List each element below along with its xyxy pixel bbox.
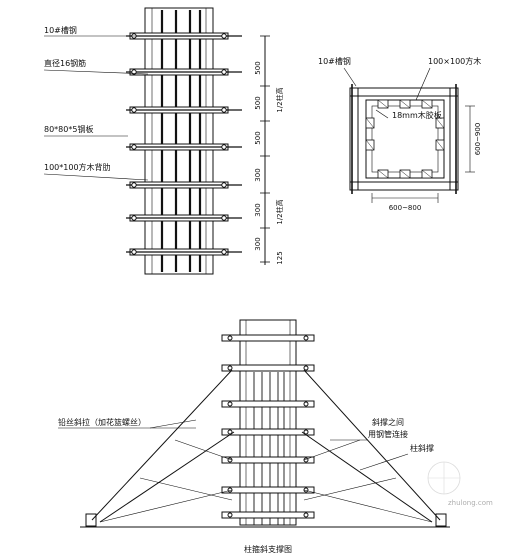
clamp-nut-right-2 [221,107,227,113]
half-height-note-bottom: 1/2柱高 [275,199,284,224]
brace-left-outer [91,369,233,521]
dim-300-c: 300 [254,237,262,250]
brace-clamp-6 [221,511,315,519]
timber-hatch-6 [365,117,375,129]
clamp-nut-left-4 [131,182,137,188]
clamp-nut-right-6 [221,249,227,255]
label-column-brace: 柱斜撑 [410,443,434,453]
plan-channel-left [349,87,359,191]
timber-hatch-5 [421,169,433,179]
timber-hatch-1 [399,99,411,109]
clamp-nut-right-4 [221,182,227,188]
dimension-ticks [260,35,270,263]
plan-label-channel: 10#槽钢 [318,56,351,66]
dim-500-b: 500 [254,96,262,109]
brace-nut-right-6 [303,512,309,518]
anchor-left [85,513,97,527]
clamp-nut-right-0 [221,33,227,39]
column-plan: 10#槽钢 100×100方木 18mm木胶板 600~800 600~900 [318,56,482,212]
timber-hatch-8 [435,117,445,129]
brace-clamp-0 [221,334,315,342]
plan-channel-bottom [349,181,459,191]
brace-column-boards [253,372,285,525]
timber-hatch-9 [435,139,445,151]
brace-column [239,319,297,526]
clamp-nut-right-5 [221,215,227,221]
label-rebar: 直径16钢筋 [44,58,86,68]
brace-clamp-1 [221,364,315,372]
dim-300-b: 300 [254,203,262,216]
brace-clamps [221,334,315,519]
plan-label-plywood: 18mm木胶板 [392,110,442,120]
brace-left-inner [99,431,235,523]
clamp-group [126,32,242,256]
brace-nut-left-1 [227,365,233,371]
column-bracing: 铅丝斜拉（加花篮螺丝） 斜撑之间 用钢管连接 柱斜撑 柱箍斜支撑图 [58,319,450,554]
timber-hatch-4 [399,169,411,179]
plan-dim-right: 600~900 [474,123,482,156]
plan-dim-bottom: 600~800 [389,204,422,212]
label-wire-tie: 铅丝斜拉（加花篮螺丝） [58,417,146,427]
dim-125: 125 [276,251,284,264]
dim-500-a: 500 [254,61,262,74]
brace-nut-left-0 [227,335,233,341]
zhulong-watermark: zhulong.com [427,461,493,507]
clamp-nut-left-1 [131,69,137,75]
rebar-group [160,10,202,272]
timber-hatch-0 [377,99,389,109]
brace-clamp-4 [221,456,315,464]
anchor-right [435,513,447,527]
bracing-caption: 柱箍斜支撑图 [244,544,292,554]
brace-nut-right-0 [303,335,309,341]
plan-channel-top [349,87,459,97]
timber-hatch-3 [377,169,389,179]
brace-nut-right-3 [303,429,309,435]
dim-500-c: 500 [254,131,262,144]
timber-hatch-2 [421,99,433,109]
label-timber-rib: 100*100方木背肋 [44,162,111,172]
brace-nut-left-2 [227,401,233,407]
clamp-nut-left-5 [131,215,137,221]
plan-channel-right [449,87,459,191]
brace-right-inner [301,431,433,523]
clamp-nut-left-2 [131,107,137,113]
label-brace-joint-1: 斜撑之间 [372,417,404,427]
brace-clamp-2 [221,400,315,408]
label-brace-joint-2: 用钢管连接 [368,429,408,439]
brace-nut-left-6 [227,512,233,518]
brace-nut-right-2 [303,401,309,407]
column-elevation: 500 500 500 300 300 300 125 1/2柱高 1/2柱高 … [43,7,284,275]
clamp-nut-left-3 [131,144,137,150]
plan-label-timber: 100×100方木 [428,56,481,66]
clamp-nut-left-6 [131,249,137,255]
clamp-nut-right-3 [221,144,227,150]
label-steel-plate: 80*80*5钢板 [44,124,93,134]
brace-nut-left-3 [227,429,233,435]
timber-hatch-7 [365,139,375,151]
brace-clamp-5 [221,486,315,494]
brace-clamp-3 [221,428,315,436]
column-body [144,7,214,275]
brace-nut-right-1 [303,365,309,371]
brace-right-outer [303,369,441,521]
clamp-nut-right-1 [221,69,227,75]
watermark-text: zhulong.com [448,499,493,507]
half-height-note-top: 1/2柱高 [275,87,284,112]
dim-300-a: 300 [254,168,262,181]
label-channel-steel: 10#槽钢 [44,25,77,35]
plan-timbers [365,99,445,179]
